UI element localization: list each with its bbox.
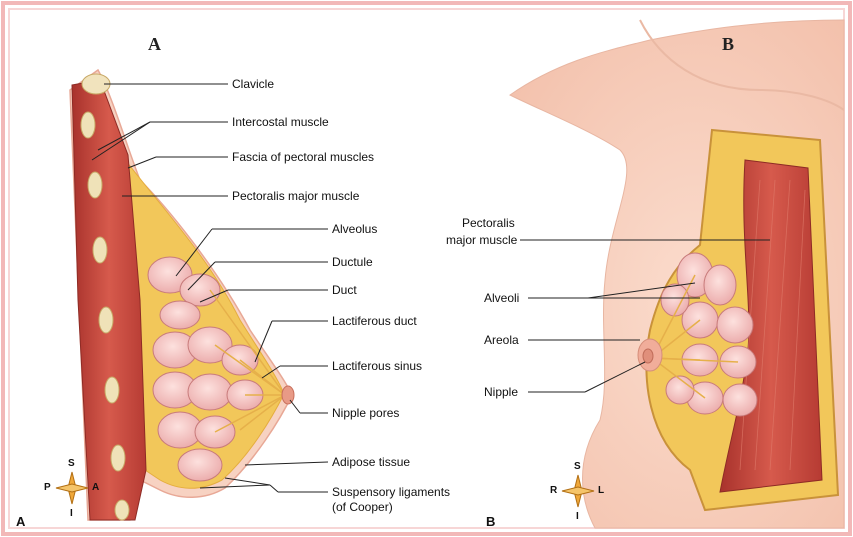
nipple-a <box>282 386 294 404</box>
label-pectoralis-major-a: Pectoralis major muscle <box>232 189 359 203</box>
panel-b-title: B <box>722 34 734 55</box>
compass-b-w: R <box>550 485 557 496</box>
compass-a-w: P <box>44 482 51 493</box>
label-alveoli: Alveoli <box>484 291 519 305</box>
label-nipple-pores: Nipple pores <box>332 406 399 420</box>
label-alveolus: Alveolus <box>332 222 377 236</box>
label-suspensory-ligaments-2: (of Cooper) <box>332 500 393 514</box>
panel-a-title: A <box>148 34 161 55</box>
label-clavicle: Clavicle <box>232 77 274 91</box>
label-intercostal-muscle: Intercostal muscle <box>232 115 329 129</box>
label-adipose-tissue: Adipose tissue <box>332 455 410 469</box>
label-lactiferous-duct: Lactiferous duct <box>332 314 417 328</box>
compass-b-s: I <box>576 511 579 522</box>
label-lactiferous-sinus: Lactiferous sinus <box>332 359 422 373</box>
compass-a-n: S <box>68 458 75 469</box>
nipple-b <box>643 349 653 363</box>
label-duct: Duct <box>332 283 357 297</box>
label-nipple: Nipple <box>484 385 518 399</box>
label-ductule: Ductule <box>332 255 373 269</box>
label-pectoralis-b-1: Pectoralis <box>462 216 515 230</box>
panel-b-corner-label: B <box>486 514 495 529</box>
label-fascia-pectoral: Fascia of pectoral muscles <box>232 150 374 164</box>
label-pectoralis-b-2: major muscle <box>446 233 517 247</box>
compass-b-e: L <box>598 485 604 496</box>
compass-b-n: S <box>574 461 581 472</box>
compass-a-s: I <box>70 508 73 519</box>
panel-a-corner-label: A <box>16 514 25 529</box>
compass-a-e: A <box>92 482 99 493</box>
label-areola: Areola <box>484 333 519 347</box>
label-suspensory-ligaments: Suspensory ligaments <box>332 485 450 499</box>
